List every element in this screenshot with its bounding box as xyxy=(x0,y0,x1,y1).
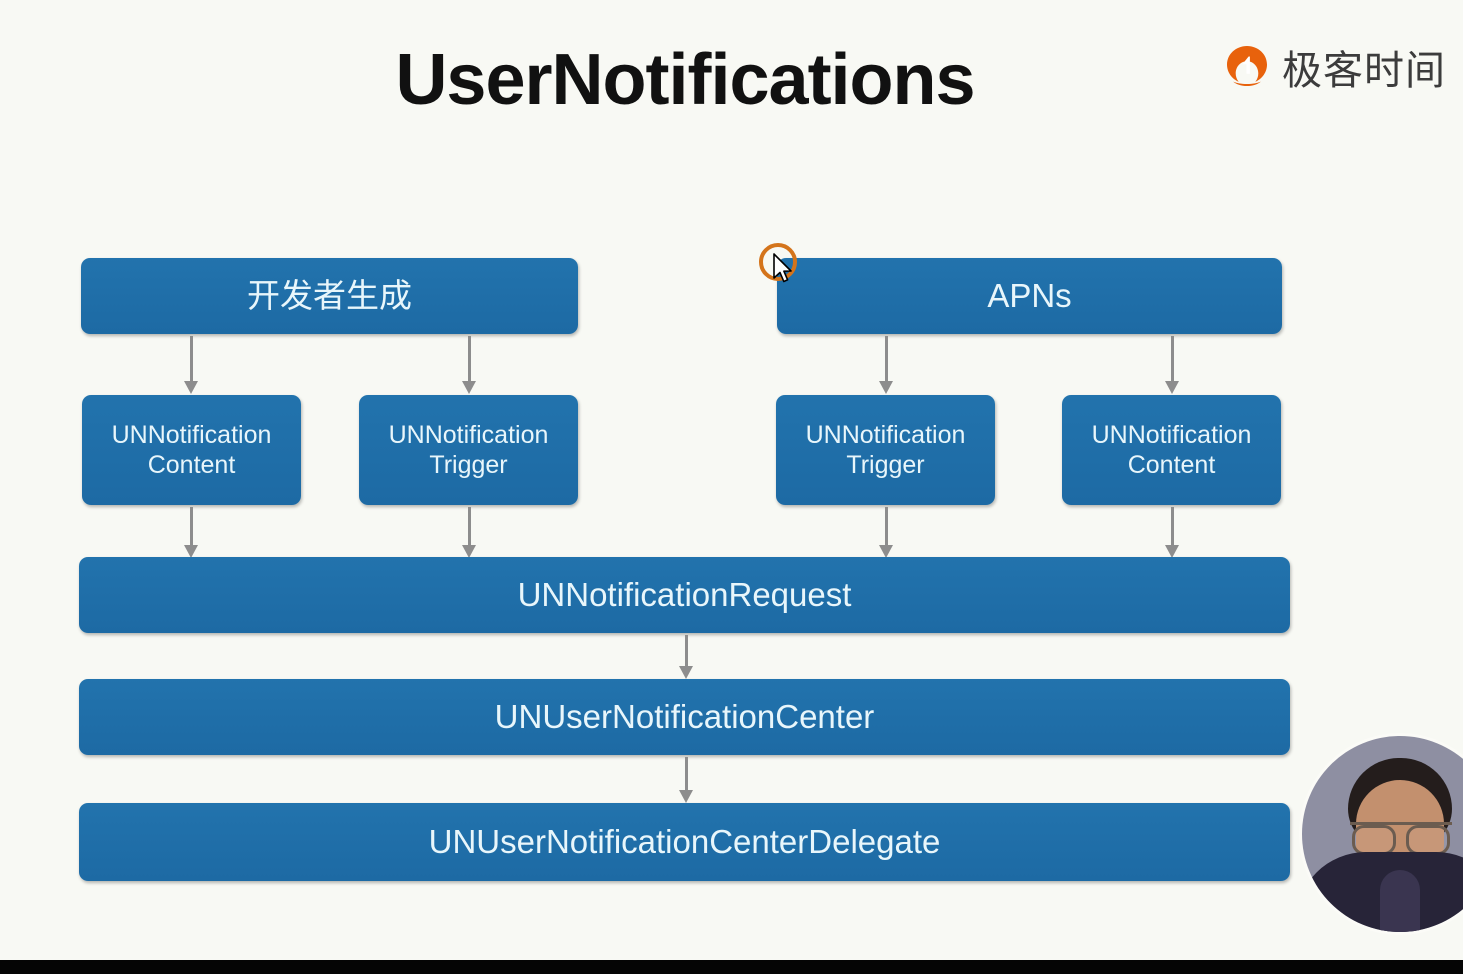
presenter-glasses xyxy=(1350,822,1452,855)
node-apns: APNs xyxy=(777,258,1282,334)
node-notification-request: UNNotificationRequest xyxy=(79,557,1290,633)
arrow-developer-to-content xyxy=(183,336,199,394)
arrow-left-content-to-request xyxy=(183,507,199,558)
node-right-content: UNNotification Content xyxy=(1062,395,1281,505)
node-right-content-label: UNNotification Content xyxy=(1091,420,1252,480)
arrow-right-content-to-request xyxy=(1164,507,1180,558)
page-title: UserNotifications xyxy=(395,40,975,120)
brand-logo: 极客时间 xyxy=(1224,38,1446,96)
presenter-video-bubble xyxy=(1302,736,1463,932)
node-apns-label: APNs xyxy=(987,276,1072,314)
bottom-letterbox-bar xyxy=(0,960,1463,974)
node-notification-center-delegate-label: UNUserNotificationCenterDelegate xyxy=(428,822,941,860)
arrow-apns-to-trigger xyxy=(878,336,894,394)
arrow-left-trigger-to-request xyxy=(461,507,477,558)
node-right-trigger-label: UNNotification Trigger xyxy=(805,420,966,480)
node-developer: 开发者生成 xyxy=(81,258,578,334)
node-right-trigger: UNNotification Trigger xyxy=(776,395,995,505)
node-notification-center-label: UNUserNotificationCenter xyxy=(494,697,875,735)
node-left-trigger: UNNotification Trigger xyxy=(359,395,578,505)
node-notification-center-delegate: UNUserNotificationCenterDelegate xyxy=(79,803,1290,881)
arrow-right-trigger-to-request xyxy=(878,507,894,558)
geektime-logo-icon xyxy=(1224,44,1270,90)
node-notification-request-label: UNNotificationRequest xyxy=(517,575,852,613)
presenter-collar xyxy=(1380,870,1420,932)
arrow-apns-to-content xyxy=(1164,336,1180,394)
mouse-pointer-icon xyxy=(772,253,794,285)
brand-name: 极客时间 xyxy=(1282,48,1446,94)
node-notification-center: UNUserNotificationCenter xyxy=(79,679,1290,755)
node-developer-label: 开发者生成 xyxy=(247,276,412,314)
arrow-request-to-center xyxy=(678,635,694,679)
node-left-content: UNNotification Content xyxy=(82,395,301,505)
node-left-content-label: UNNotification Content xyxy=(111,420,272,480)
click-highlight-ring xyxy=(759,243,797,281)
arrow-developer-to-trigger xyxy=(461,336,477,394)
arrow-center-to-delegate xyxy=(678,757,694,803)
node-left-trigger-label: UNNotification Trigger xyxy=(388,420,549,480)
